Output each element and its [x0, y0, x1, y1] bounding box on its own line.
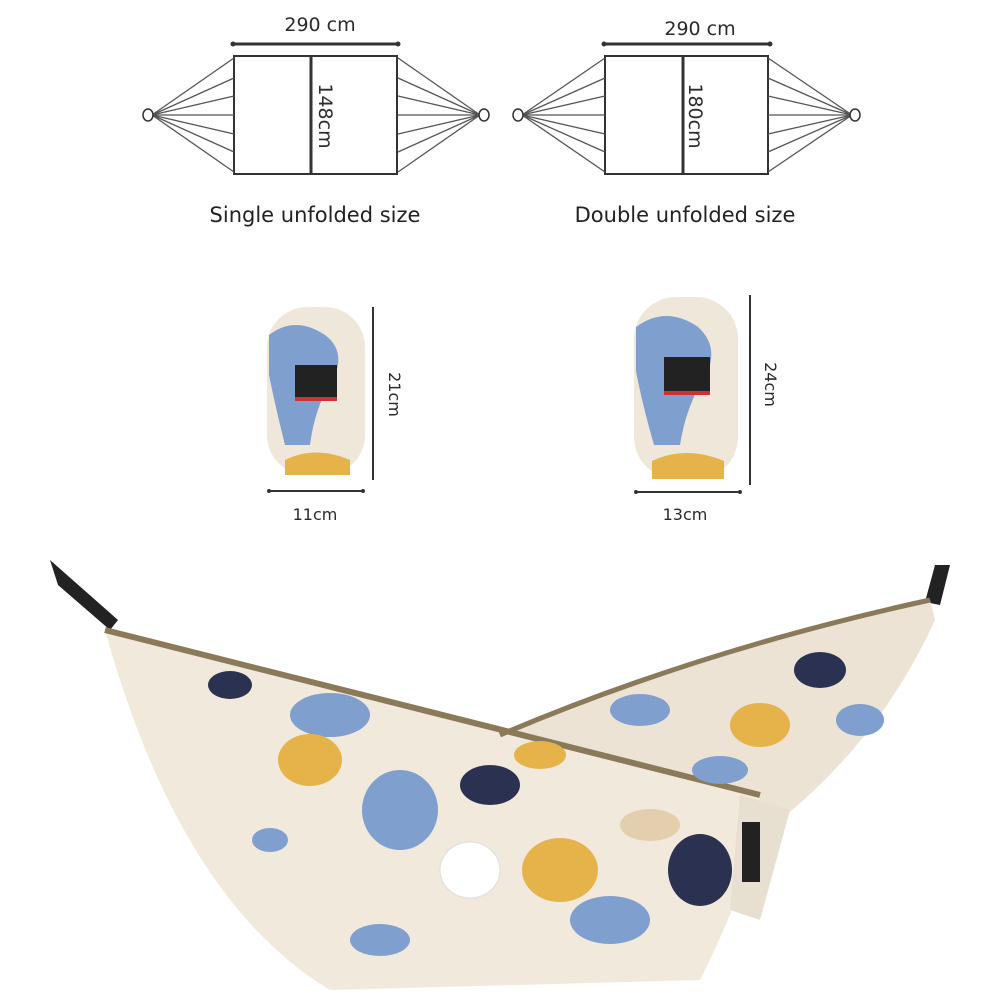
single-stuff-bag: [267, 307, 374, 493]
double-width-label: 290 cm: [664, 18, 736, 40]
double-hammock-diagram: [512, 41, 861, 175]
single-bag-height-label: 21cm: [384, 372, 404, 417]
double-caption: Double unfolded size: [574, 203, 796, 227]
double-bag-width-label: 13cm: [662, 505, 708, 524]
single-length-label: 148cm: [314, 83, 336, 149]
single-hammock-diagram: [142, 41, 490, 175]
single-bag-width-label: 11cm: [292, 505, 338, 524]
single-caption: Single unfolded size: [209, 203, 421, 227]
double-length-label: 180cm: [684, 83, 706, 149]
single-width-label: 290 cm: [284, 14, 356, 36]
hammock-photo: [50, 560, 950, 990]
double-stuff-bag: [634, 295, 751, 494]
double-bag-height-label: 24cm: [760, 362, 780, 407]
